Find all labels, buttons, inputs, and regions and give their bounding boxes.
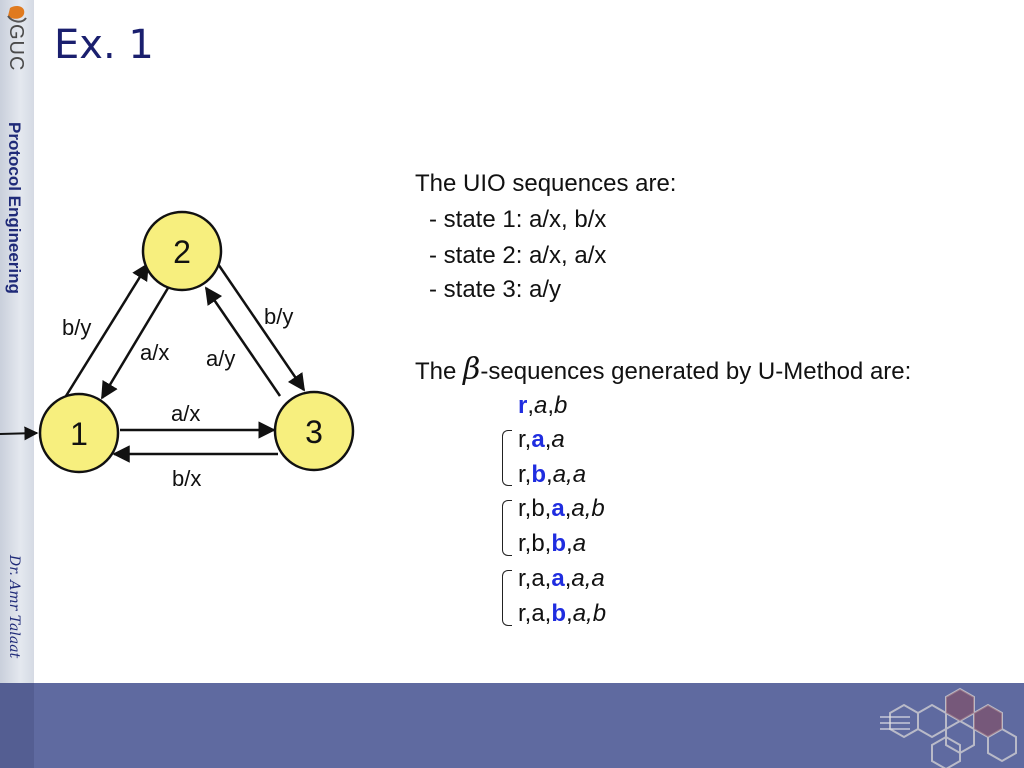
sequence-symbol: r,b, bbox=[518, 530, 552, 557]
beta-sequence: r,b,b,a bbox=[518, 530, 586, 558]
sequence-group-bracket bbox=[502, 570, 512, 626]
edge-label-3-to-1: b/x bbox=[172, 466, 201, 491]
beta-sequence: r,a,a bbox=[518, 426, 565, 454]
slide-title: Ex. 1 bbox=[54, 22, 154, 68]
edge-3-to-2 bbox=[204, 286, 282, 397]
sequence-symbol: r,a, bbox=[518, 600, 552, 627]
guc-logo bbox=[7, 6, 27, 23]
sequence-symbol: , bbox=[566, 600, 573, 627]
sequence-symbol: , bbox=[566, 530, 573, 557]
sequence-symbol: r, bbox=[518, 426, 532, 453]
highlighted-symbol: b bbox=[551, 600, 567, 627]
sequence-symbol: a,b bbox=[571, 495, 605, 522]
beta-heading-prefix: The bbox=[415, 358, 457, 385]
sequence-group-bracket bbox=[502, 500, 512, 556]
edge-label-1-to-2: b/y bbox=[62, 315, 91, 340]
sequence-symbol: r, bbox=[518, 461, 532, 488]
uio-heading: The UIO sequences are: bbox=[415, 170, 677, 197]
state-2: 2 bbox=[141, 210, 223, 292]
highlighted-symbol: r bbox=[518, 392, 528, 419]
state-3-label: 3 bbox=[305, 414, 323, 450]
hexagon-decoration bbox=[880, 687, 1017, 768]
edge-label-2-to-1: a/x bbox=[140, 340, 169, 365]
sequence-symbol: , bbox=[546, 461, 553, 488]
beta-sequence: r,a,b,a,b bbox=[518, 600, 606, 628]
sequence-symbol: a bbox=[572, 530, 587, 557]
state-3: 3 bbox=[273, 390, 355, 472]
sequence-symbol: a,a bbox=[571, 565, 605, 592]
state-2-label: 2 bbox=[173, 234, 191, 270]
edge-2-to-1 bbox=[100, 287, 170, 400]
state-1-label: 1 bbox=[70, 416, 88, 452]
sequence-symbol: , bbox=[564, 495, 572, 522]
uio-item-state-3: - state 3: a/y bbox=[429, 276, 562, 303]
edge-label-1-to-3: a/x bbox=[171, 401, 200, 426]
sequence-symbol: a,a bbox=[552, 461, 587, 488]
beta-symbol: β bbox=[463, 352, 481, 387]
sequence-symbol: , bbox=[527, 392, 535, 419]
highlighted-symbol: b bbox=[531, 461, 547, 488]
highlighted-symbol: a bbox=[551, 495, 565, 522]
edge-2-to-3 bbox=[216, 263, 306, 392]
beta-heading-suffix: -sequences generated by U-Method are: bbox=[480, 358, 912, 385]
state-diagram: 1 2 3 b/y a/x b/y a/y a/x b/x bbox=[0, 210, 355, 491]
uio-item-state-1: - state 1: a/x, b/x bbox=[429, 206, 607, 233]
state-1: 1 bbox=[38, 392, 120, 474]
initial-arrow bbox=[0, 426, 39, 441]
uio-item-state-2: - state 2: a/x, a/x bbox=[429, 242, 607, 269]
beta-sequence: r,b,a,a,b bbox=[518, 495, 605, 523]
sequence-symbol: a,b bbox=[572, 600, 607, 627]
beta-sequence: r,a,a,a,a bbox=[518, 565, 605, 593]
sequence-symbol: r,b, bbox=[518, 495, 552, 522]
edge-label-3-to-2: a/y bbox=[206, 346, 235, 371]
sequence-symbol: r,a, bbox=[518, 565, 552, 592]
highlighted-symbol: a bbox=[551, 565, 565, 592]
sequence-symbol: , bbox=[564, 565, 572, 592]
sequence-symbol: a bbox=[534, 392, 548, 419]
sequence-symbol: a bbox=[551, 426, 565, 453]
sequence-symbol: , bbox=[547, 392, 555, 419]
author-name: Dr. Amr Talaat bbox=[6, 555, 22, 659]
logo-text: GUC bbox=[5, 24, 27, 72]
sequence-group-bracket bbox=[502, 430, 512, 486]
edge-label-2-to-3: b/y bbox=[264, 304, 293, 329]
sidebar: GUC Protocol Engineering Dr. Amr Talaat bbox=[0, 0, 34, 768]
highlighted-symbol: b bbox=[551, 530, 567, 557]
edge-1-to-2 bbox=[64, 262, 150, 397]
highlighted-symbol: a bbox=[531, 426, 545, 453]
sequence-symbol: , bbox=[544, 426, 552, 453]
footer-band bbox=[0, 683, 1024, 768]
sequence-symbol: b bbox=[554, 392, 568, 419]
course-title: Protocol Engineering bbox=[5, 122, 24, 294]
beta-heading: The β-sequences generated by U-Method ar… bbox=[415, 352, 911, 387]
beta-sequence: r,a,b bbox=[518, 392, 567, 420]
footer-left-block bbox=[0, 683, 34, 768]
beta-sequence: r,b,a,a bbox=[518, 461, 586, 489]
